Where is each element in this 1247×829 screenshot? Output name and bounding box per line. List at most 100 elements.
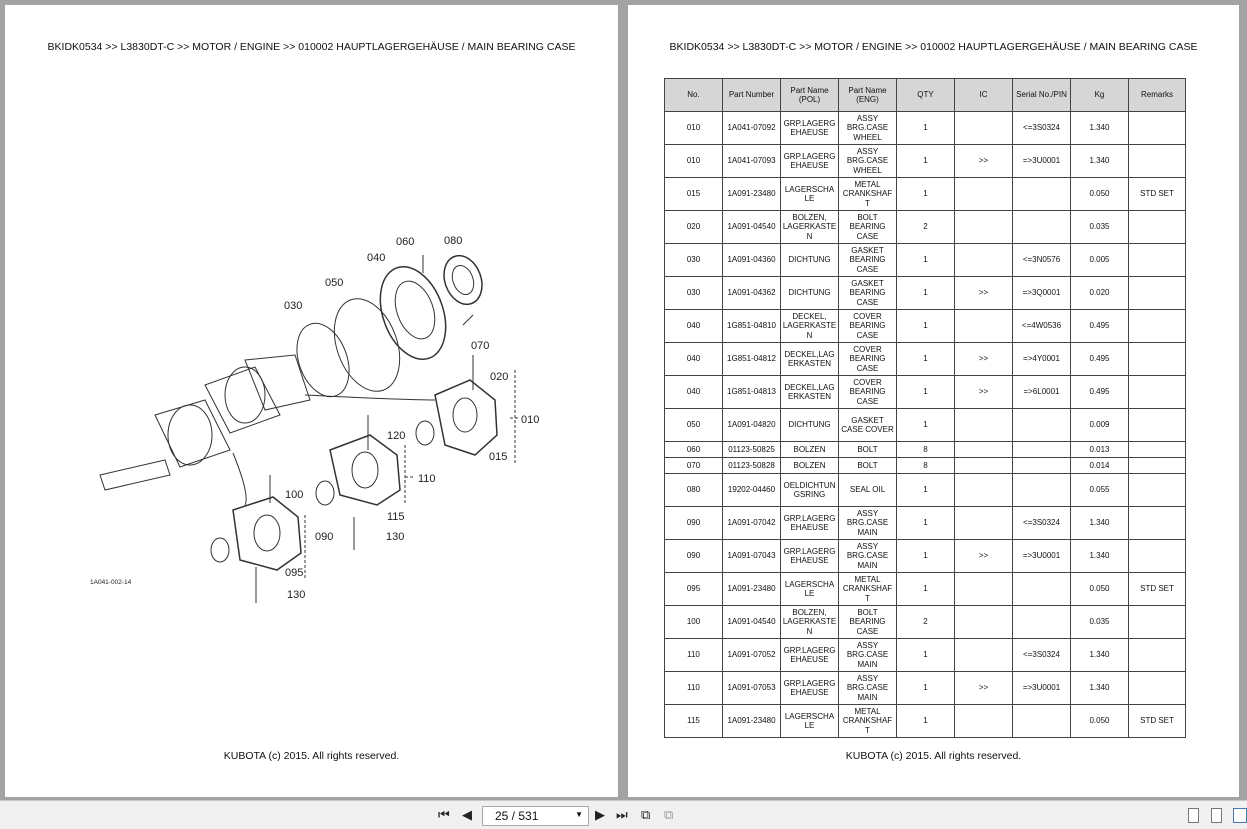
cell-part-name-pol: BOLZEN, LAGERKASTE N [780,210,839,244]
callout-115: 115 [387,511,405,523]
last-page-icon[interactable]: ⏭ [616,807,628,822]
callout-060: 060 [396,236,414,248]
callout-120: 120 [387,430,405,442]
crankshaft-drawing [99,354,311,491]
cell-serial-no [1012,441,1071,458]
cell-serial-no [1012,704,1071,738]
cell-qty: 1 [896,243,955,277]
first-page-icon[interactable]: ⏮ [438,807,450,822]
cell-serial-no [1012,408,1071,442]
cell-qty: 1 [896,177,955,211]
cell-ic: >> [954,375,1013,409]
cell-part-name-eng: GASKET BEARING CASE [838,243,897,277]
cell-no: 115 [664,704,723,738]
two-page-view-icon[interactable] [1233,808,1247,823]
cell-part-name-eng: GASKET BEARING CASE [838,276,897,310]
cell-ic [954,457,1013,474]
cell-qty: 8 [896,441,955,458]
fit-width-icon[interactable]: ⧉ [664,807,674,822]
column-header-serial-no: Serial No./PIN [1012,78,1071,112]
right-page: BKIDK0534 >> L3830DT-C >> MOTOR / ENGINE… [628,5,1239,797]
cell-serial-no: <=3S0324 [1012,506,1071,540]
callout-070: 070 [471,340,489,352]
cell-serial-no: =>4Y0001 [1012,342,1071,376]
cell-part-name-eng: ASSY BRG.CASE MAIN [838,638,897,672]
cell-serial-no: <=3S0324 [1012,111,1071,145]
cell-kg: 1.340 [1070,506,1129,540]
cell-no: 060 [664,441,723,458]
callout-010: 010 [521,414,539,426]
cell-qty: 1 [896,111,955,145]
cell-part-name-pol: GRP.LAGERG EHAEUSE [780,539,839,573]
cell-kg: 0.035 [1070,605,1129,639]
cell-remarks [1128,638,1186,672]
callout-090: 090 [315,531,333,543]
cell-ic: >> [954,276,1013,310]
cell-part-name-eng: ASSY BRG.CASE MAIN [838,506,897,540]
cell-no: 090 [664,506,723,540]
page-footer: KUBOTA (c) 2015. All rights reserved. [845,750,1022,762]
cell-part-number: 1A041-07092 [722,111,781,145]
cell-part-number: 1G851-04812 [722,342,781,376]
left-page: BKIDK0534 >> L3830DT-C >> MOTOR / ENGINE… [5,5,618,797]
cell-kg: 1.340 [1070,671,1129,705]
callout-130: 130 [386,531,404,543]
cell-no: 100 [664,605,723,639]
cell-ic [954,408,1013,442]
cell-serial-no [1012,177,1071,211]
cell-part-number: 1A091-07053 [722,671,781,705]
cell-kg: 0.050 [1070,177,1129,211]
cell-part-name-pol: DICHTUNG [780,276,839,310]
cell-part-number: 1A091-04362 [722,276,781,310]
cell-no: 110 [664,638,723,672]
cell-qty: 1 [896,276,955,310]
page-number-select[interactable]: 25 / 531 ▼ [482,806,589,826]
cell-kg: 0.495 [1070,309,1129,343]
cell-ic [954,638,1013,672]
cell-part-number: 1A091-07052 [722,638,781,672]
cell-part-number: 1A091-23480 [722,177,781,211]
chevron-down-icon: ▼ [575,810,583,819]
cell-ic [954,177,1013,211]
column-header-qty: QTY [896,78,955,112]
cell-serial-no: =>3U0001 [1012,539,1071,573]
prev-page-icon[interactable]: ◀ [462,807,472,822]
cell-no: 090 [664,539,723,573]
cell-ic [954,506,1013,540]
fit-page-icon[interactable]: ⧉ [641,807,651,822]
cell-part-name-eng: COVER BEARING CASE [838,375,897,409]
cell-kg: 0.020 [1070,276,1129,310]
cell-kg: 0.009 [1070,408,1129,442]
cell-qty: 1 [896,704,955,738]
cell-serial-no: =>3Q0001 [1012,276,1071,310]
cell-no: 080 [664,473,723,507]
cell-qty: 1 [896,671,955,705]
cell-qty: 1 [896,144,955,178]
cell-ic [954,309,1013,343]
cell-qty: 1 [896,638,955,672]
callout-095: 095 [285,567,303,579]
column-header-remarks: Remarks [1128,78,1186,112]
cell-no: 110 [664,671,723,705]
cell-kg: 0.035 [1070,210,1129,244]
next-page-icon[interactable]: ▶ [595,807,605,822]
cell-part-name-pol: OELDICHTUN GSRING [780,473,839,507]
cell-remarks [1128,441,1186,458]
cell-remarks [1128,671,1186,705]
column-header-part-number: Part Number [722,78,781,112]
continuous-view-icon[interactable] [1211,808,1222,823]
cell-part-name-eng: BOLT [838,441,897,458]
cell-no: 070 [664,457,723,474]
cell-kg: 0.014 [1070,457,1129,474]
cell-kg: 0.495 [1070,342,1129,376]
single-page-view-icon[interactable] [1188,808,1199,823]
